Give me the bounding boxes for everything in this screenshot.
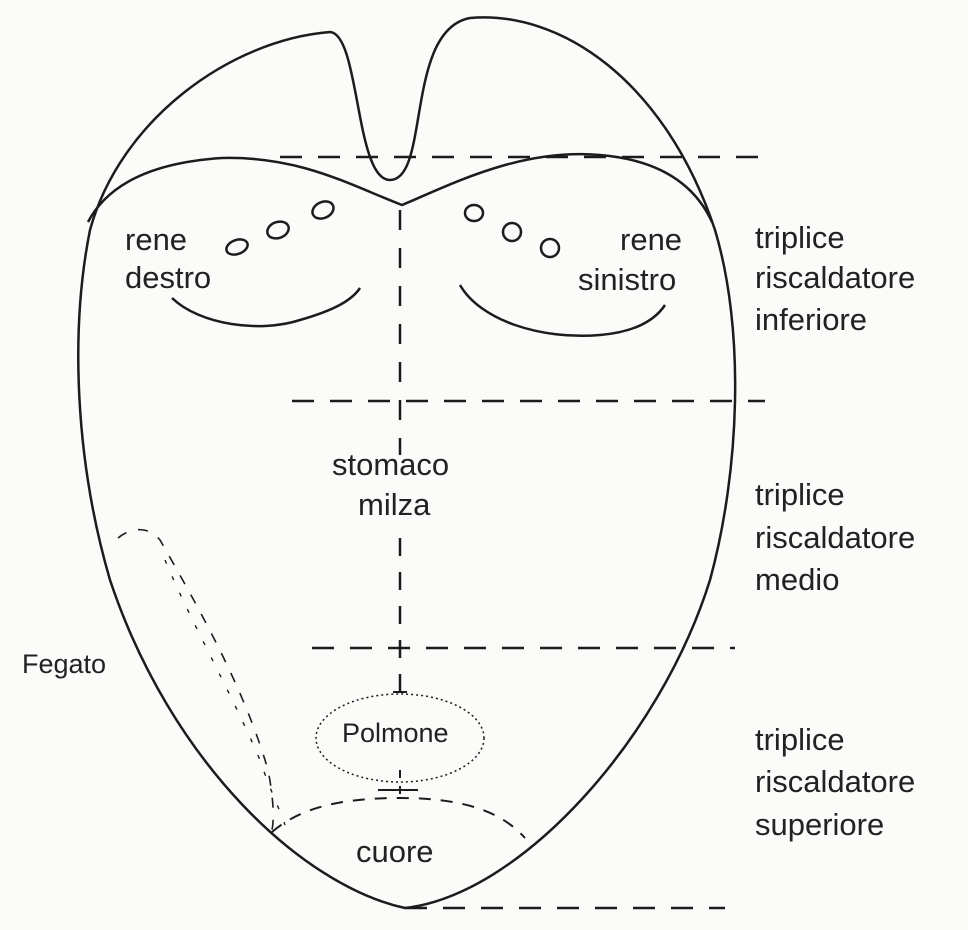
tongue-outline bbox=[77, 16, 737, 910]
zone-superiore-line2: riscaldatore bbox=[755, 764, 915, 799]
label-cuore: cuore bbox=[356, 834, 434, 869]
heart-arc bbox=[271, 796, 526, 839]
zone-medio-line1: triplice bbox=[755, 477, 845, 512]
right-kidney-arc bbox=[171, 287, 362, 328]
zone-inferiore-line1: triplice bbox=[755, 220, 845, 255]
zone-superiore-line1: triplice bbox=[755, 722, 845, 757]
label-fegato: Fegato bbox=[22, 649, 106, 679]
label-rene-destro-2: destro bbox=[125, 260, 211, 295]
left-kidney-arc bbox=[458, 284, 667, 337]
label-rene-sinistro-2: sinistro bbox=[578, 262, 676, 297]
liver-contour-outer bbox=[117, 528, 275, 831]
left-kidney-dot bbox=[539, 237, 561, 259]
left-kidney-dot bbox=[463, 203, 485, 223]
lung-outline bbox=[315, 693, 485, 783]
label-rene-destro-1: rene bbox=[125, 222, 187, 257]
zone-superiore-line3: superiore bbox=[755, 807, 884, 842]
zone-inferiore-line2: riscaldatore bbox=[755, 260, 915, 295]
right-kidney-dot bbox=[266, 220, 290, 240]
label-stomaco: stomaco bbox=[332, 447, 449, 482]
label-polmone: Polmone bbox=[342, 718, 449, 748]
zone-medio-line3: medio bbox=[755, 562, 839, 597]
root-band-curve bbox=[86, 152, 714, 223]
label-milza: milza bbox=[358, 487, 431, 522]
right-kidney-dot bbox=[225, 238, 249, 256]
right-kidney-dot bbox=[311, 200, 335, 220]
label-rene-sinistro-1: rene bbox=[620, 222, 682, 257]
left-kidney-dot bbox=[501, 221, 523, 243]
zone-inferiore-line3: inferiore bbox=[755, 302, 867, 337]
zone-medio-line2: riscaldatore bbox=[755, 520, 915, 555]
